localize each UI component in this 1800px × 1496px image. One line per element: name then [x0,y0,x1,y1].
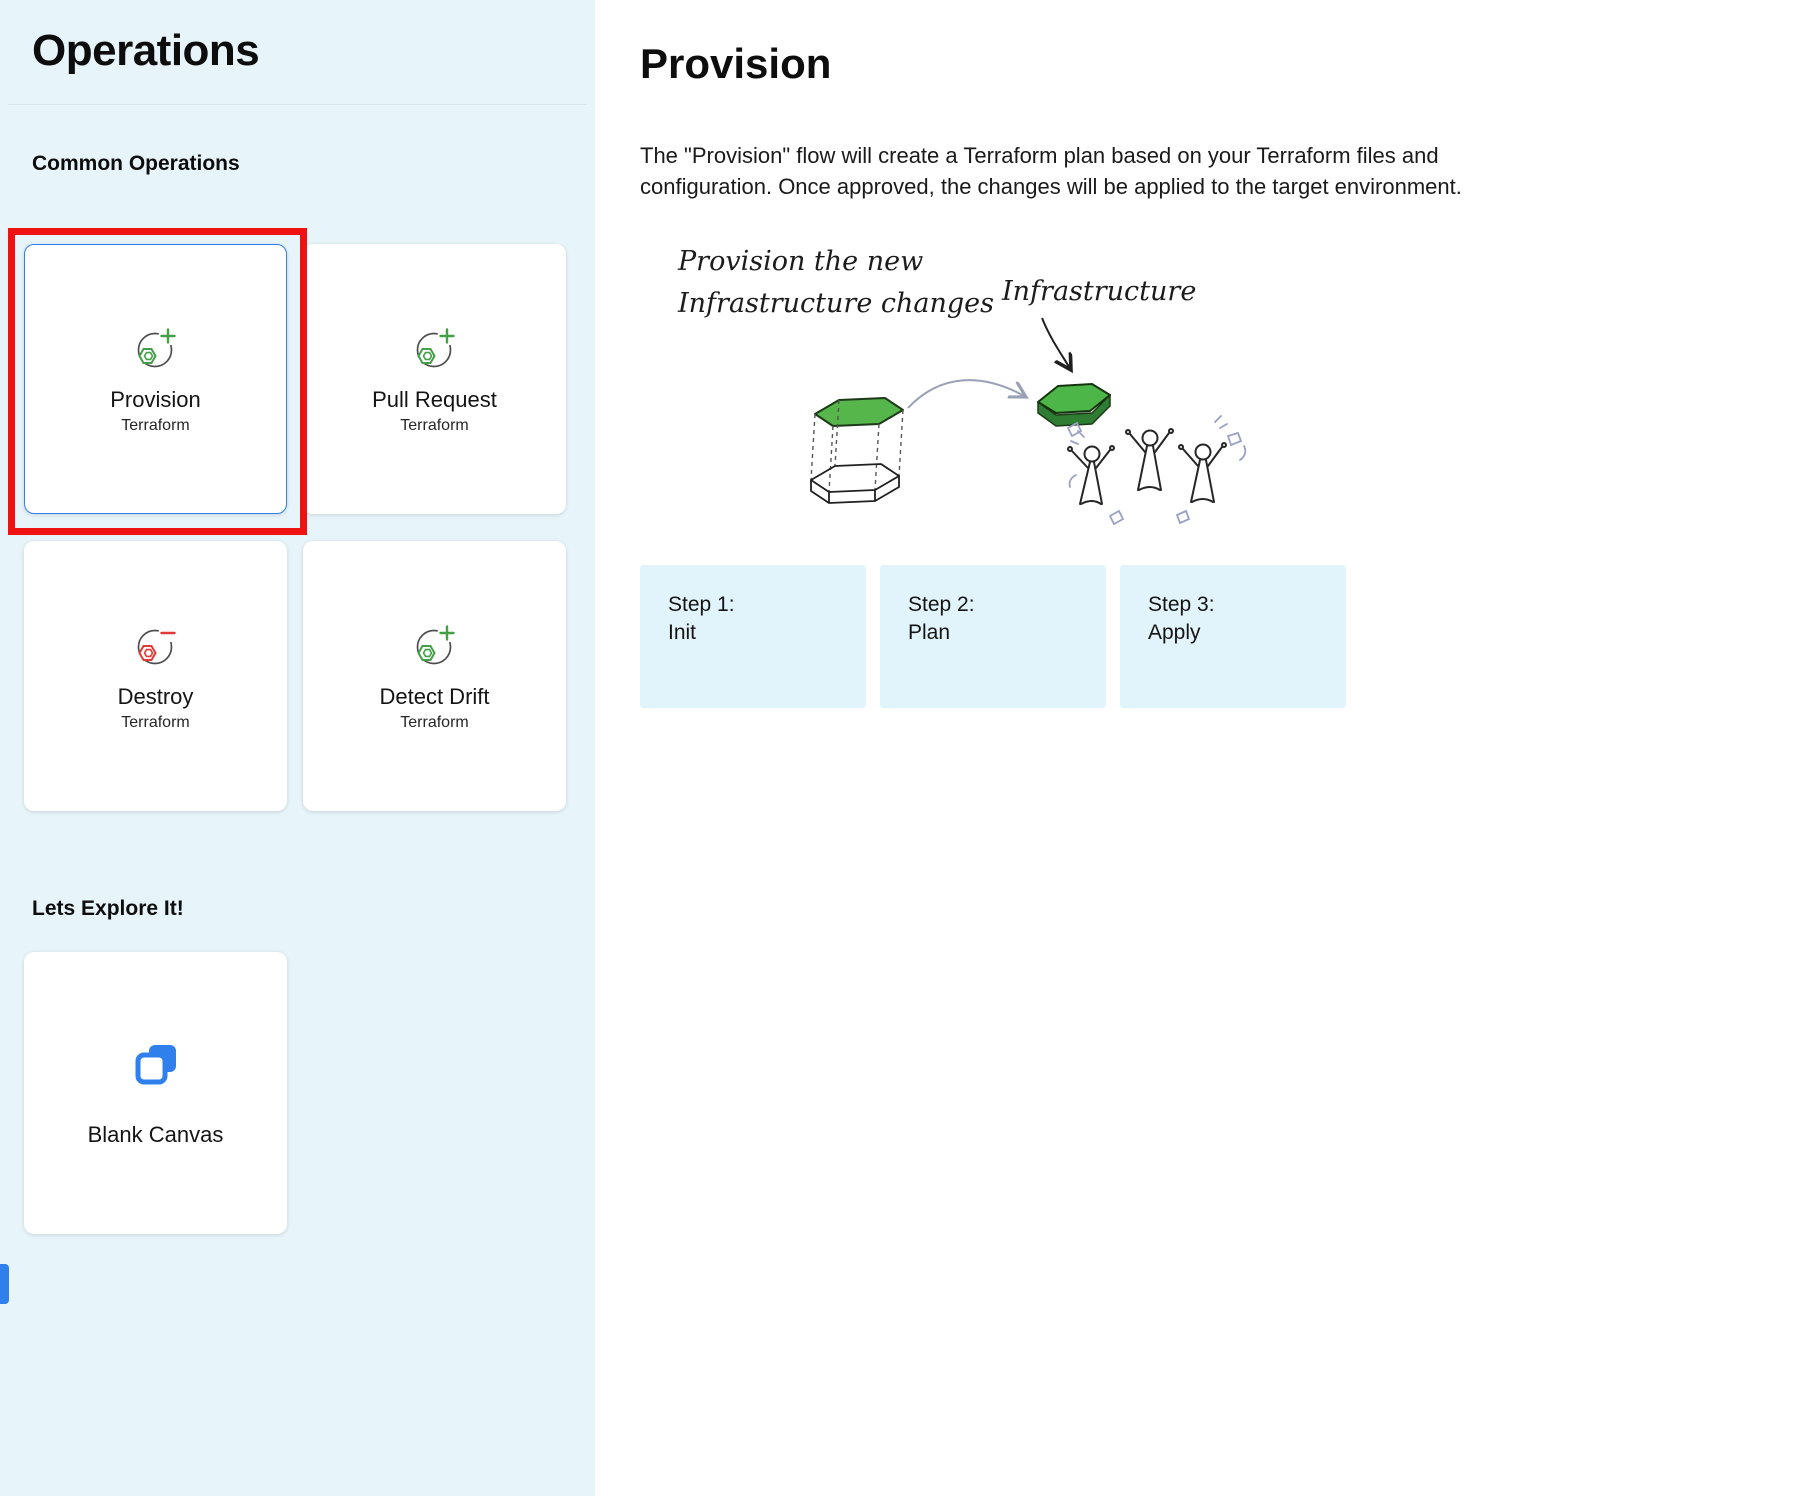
card-title: Detect Drift [379,683,490,709]
steps-row: Step 1: Init Step 2: Plan Step 3: Apply [640,565,1752,708]
celebrating-figures [1067,428,1227,505]
step-name: Apply [1148,621,1201,644]
title-divider [8,104,587,105]
curved-arrow [907,379,1026,409]
section-label-common-operations: Common Operations [32,152,240,175]
down-arrow [1041,317,1071,370]
handwritten-caption-line1: Provision the new [677,246,923,277]
terraform-add-icon [131,323,181,378]
operation-card-destroy[interactable]: Destroy Terraform [24,541,287,811]
handwritten-caption-infrastructure: Infrastructure [1001,276,1196,307]
terraform-add-icon [410,323,460,378]
blank-canvas-icon [128,1038,184,1099]
step-label: Step 1: [668,593,735,616]
card-title: Pull Request [372,386,497,412]
card-title: Destroy [117,683,194,709]
confetti [1066,415,1247,526]
operation-card-provision[interactable]: Provision Terraform [24,244,287,514]
solid-hexagon [1037,383,1111,427]
operations-card-grid: Provision Terraform Pull Request Terrafo… [24,244,571,811]
card-subtitle: Terraform [400,416,469,434]
sidebar-scrollbar-thumb[interactable] [0,1264,9,1304]
card-subtitle: Terraform [121,416,190,434]
terraform-add-icon [410,620,460,675]
main-panel: Provision The "Provision" flow will crea… [595,0,1800,1496]
page-title: Provision [640,40,832,87]
section-label-lets-explore: Lets Explore It! [32,897,184,920]
terraform-remove-icon [131,620,181,675]
flow-description: The "Provision" flow will create a Terra… [640,143,1462,199]
step-name: Init [668,621,697,644]
step-name: Plan [908,621,951,644]
handwritten-caption-line2: Infrastructure changes [677,288,994,319]
step-label: Step 2: [908,593,975,616]
step-card-plan: Step 2: Plan [880,565,1106,708]
operation-card-detect-drift[interactable]: Detect Drift Terraform [303,541,566,811]
wireframe-hexagon [810,397,904,504]
step-card-apply: Step 3: Apply [1120,565,1346,708]
step-label: Step 3: [1148,593,1215,616]
blank-canvas-card[interactable]: Blank Canvas [24,952,287,1234]
provision-illustration: Provision the new Infrastructure changes… [677,246,1247,526]
sidebar: Operations Common Operations Provision T… [0,0,595,1496]
card-subtitle: Terraform [400,713,469,731]
sidebar-title: Operations [32,26,260,75]
step-card-init: Step 1: Init [640,565,866,708]
operation-card-pull-request[interactable]: Pull Request Terraform [303,244,566,514]
card-subtitle: Terraform [121,713,190,731]
card-title: Provision [110,386,201,412]
card-title: Blank Canvas [87,1121,224,1147]
